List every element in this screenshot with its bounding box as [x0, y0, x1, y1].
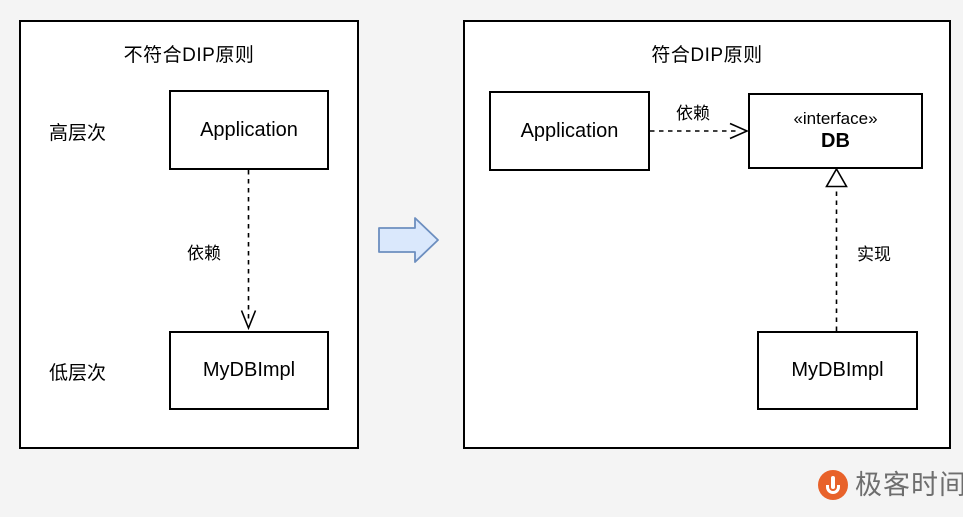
box-good-application-label: Application	[520, 119, 619, 142]
edge-label-good-dependency: 依赖	[676, 104, 710, 123]
box-bad-application-label: Application	[200, 118, 298, 141]
box-bad-mydbimpl-label: MyDBImpl	[202, 359, 296, 381]
box-good-application[interactable]: Application	[489, 91, 650, 171]
box-bad-mydbimpl[interactable]: MyDBImpl	[169, 331, 329, 410]
panel-follows-dip-title: 符合DIP原则	[651, 45, 763, 66]
box-good-mydbimpl[interactable]: MyDBImpl	[757, 331, 918, 410]
edge-label-good-realization: 实现	[857, 245, 891, 264]
right-arrow-icon	[378, 217, 439, 263]
label-high-layer: 高层次	[49, 123, 107, 144]
box-good-db-interface[interactable]: «interface» DB	[748, 93, 923, 169]
label-low-layer: 低层次	[49, 363, 107, 384]
geekbang-mark-icon	[818, 470, 848, 500]
edge-label-bad-dependency: 依赖	[187, 244, 221, 263]
brand-logo: 极客时间	[818, 470, 963, 500]
box-good-db-stereotype: «interface»	[793, 109, 878, 129]
brand-logo-text: 极客时间	[855, 469, 963, 500]
box-good-mydbimpl-label: MyDBImpl	[791, 359, 884, 381]
box-good-db-label: DB	[821, 129, 850, 152]
box-bad-application[interactable]: Application	[169, 90, 329, 170]
panel-violates-dip-title: 不符合DIP原则	[123, 45, 255, 66]
